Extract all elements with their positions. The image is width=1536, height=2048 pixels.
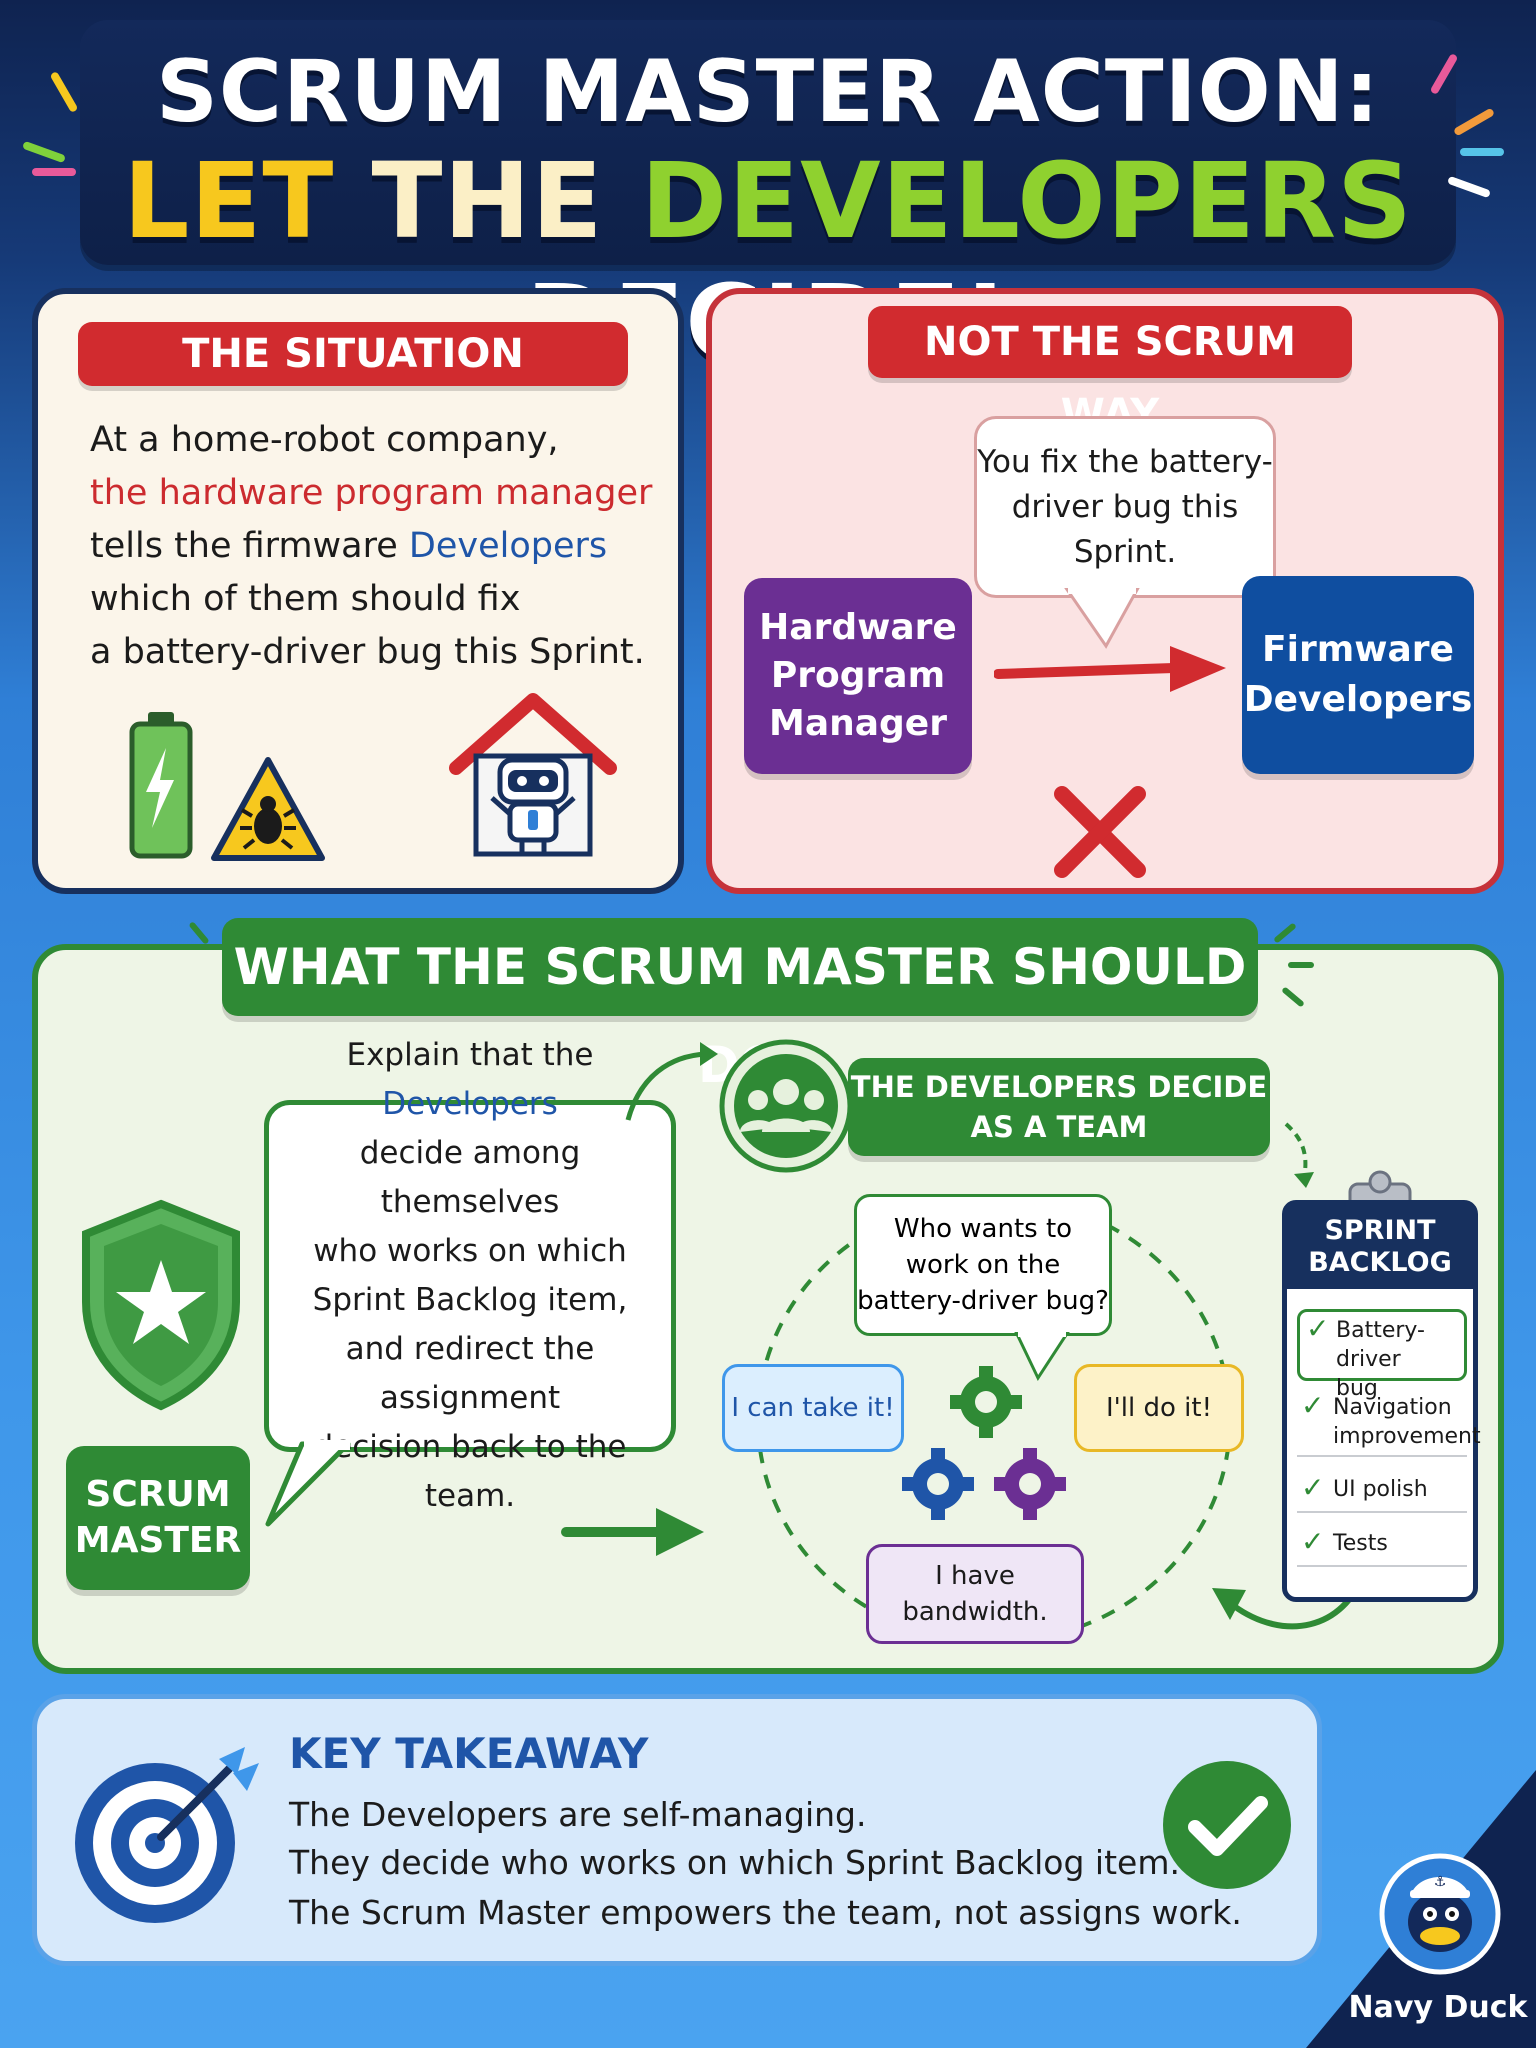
developers-highlight: Developers: [382, 1086, 558, 1122]
sparkle-icon: [1288, 962, 1314, 968]
speech-bubble-tail: [1014, 1332, 1070, 1382]
header-banner: [80, 20, 1456, 265]
title-word-the: THE: [371, 140, 604, 262]
sparkle-icon: [188, 921, 210, 945]
navy-duck-logo-icon: ⚓: [1379, 1853, 1501, 1975]
backlog-item: ✓ Tests: [1297, 1525, 1467, 1567]
backlog-item: ✓ UI polish: [1297, 1471, 1467, 1513]
page-title-line1: SCRUM MASTER ACTION:: [155, 42, 1381, 142]
situation-title: THE SITUATION: [78, 322, 628, 386]
brand-name: Navy Duck: [1348, 1990, 1528, 2025]
developers-highlight: Developers: [408, 526, 608, 566]
key-takeaway-card: KEY TAKEAWAY The Developers are self-man…: [32, 1694, 1322, 1966]
situation-text: At a home-robot company, the hardware pr…: [90, 414, 670, 679]
reply-bubble-right: I'll do it!: [1074, 1364, 1244, 1452]
manager-speech-bubble: You fix the battery-driver bug this Spri…: [974, 416, 1276, 598]
situation-line: a battery-driver bug this Sprint.: [90, 632, 645, 672]
team-group-icon: [719, 1039, 853, 1173]
curved-arrow-icon: [625, 1042, 718, 1121]
bug-warning-icon: [211, 757, 325, 861]
situation-line-highlight: the hardware program manager: [90, 473, 653, 513]
situation-line: At a home-robot company,: [90, 420, 559, 460]
target-icon: [75, 1747, 259, 1923]
takeaway-line: The Developers are self-managing.: [289, 1795, 867, 1834]
checkmark-circle-icon: [1163, 1761, 1291, 1889]
takeaway-line: They decide who works on which Sprint Ba…: [289, 1843, 1180, 1882]
arrow-right-icon: [561, 1508, 704, 1556]
robot-house-icon: [449, 693, 617, 857]
title-word-developers: DEVELOPERS: [640, 140, 1413, 262]
battery-icon: [129, 712, 193, 859]
gears-icon: [902, 1366, 1066, 1520]
not-scrum-way-title: NOT THE SCRUM WAY: [868, 306, 1352, 437]
check-icon: ✓: [1301, 1471, 1325, 1504]
explain-speech-bubble: Explain that the Developers decide among…: [264, 1037, 676, 1514]
situation-line: tells the firmware Developers: [90, 526, 608, 566]
what-section-title: WHAT THE SCRUM MASTER SHOULD DO: [222, 918, 1258, 1094]
arrow-right-icon: [994, 646, 1226, 692]
not-scrum-way-card: NOT THE SCRUM WAY You fix the battery-dr…: [706, 288, 1504, 894]
situation-card: THE SITUATION At a home-robot company, t…: [32, 288, 684, 894]
takeaway-title: KEY TAKEAWAY: [289, 1729, 649, 1778]
title-word-let: LET: [123, 140, 335, 262]
dashed-arrow-icon: [1284, 1122, 1314, 1188]
speech-bubble-tail: [265, 1440, 351, 1527]
sparkle-icon: [1273, 922, 1297, 944]
check-icon: ✓: [1301, 1525, 1325, 1558]
takeaway-line-highlight: The Scrum Master empowers the team, not …: [289, 1893, 1242, 1932]
speech-bubble-tail: [1064, 588, 1140, 649]
check-icon: ✓: [1301, 1389, 1325, 1422]
svg-text:⚓: ⚓: [1434, 1874, 1447, 1890]
situation-line: which of them should fix: [90, 579, 521, 619]
reply-bubble-left: I can take it!: [722, 1364, 904, 1452]
shield-star-icon: [82, 1199, 240, 1411]
check-icon: ✓: [1306, 1312, 1330, 1345]
cross-mark-icon: [1054, 786, 1146, 878]
